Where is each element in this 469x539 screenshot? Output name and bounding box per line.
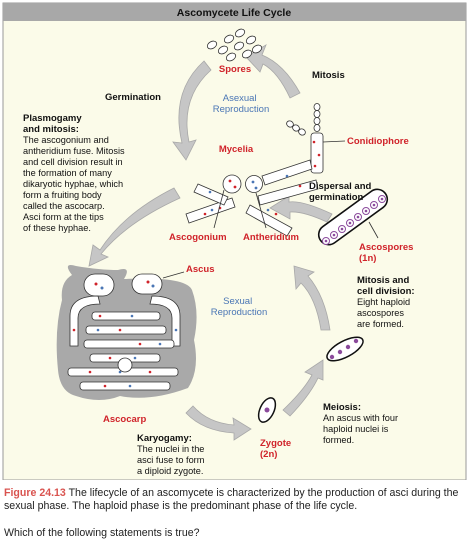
mycelia-hyphae bbox=[185, 159, 319, 237]
diagram-panel bbox=[2, 2, 467, 480]
sexual-reproduction-label: Sexual Reproduction bbox=[211, 296, 268, 318]
ascus-label: Ascus bbox=[186, 264, 215, 275]
antheridium-label: Antheridium bbox=[243, 232, 299, 243]
figure-caption: Figure 24.13 The lifecycle of an ascomyc… bbox=[4, 487, 466, 513]
arrow-dispersal bbox=[269, 195, 333, 223]
plasmogamy-text: The ascogonium and antheridium fuse. Mit… bbox=[23, 135, 127, 233]
karyogamy-text: The nuclei in the asci fuse to form a di… bbox=[137, 444, 207, 476]
ascospores-ascus bbox=[317, 188, 389, 246]
zygote-label: Zygote (2n) bbox=[260, 438, 294, 460]
figure-number: Figure 24.13 bbox=[4, 487, 66, 499]
arrow-to-ascocarp bbox=[88, 187, 181, 267]
question-text: Which of the following statements is tru… bbox=[4, 527, 200, 539]
life-cycle-figure: Ascomycete Life Cycle bbox=[2, 2, 467, 480]
mitosis-cell-text: Eight haploid ascospores are formed. bbox=[357, 297, 413, 329]
karyogamy-title: Karyogamy: bbox=[137, 433, 192, 444]
mitosis-cell-title: Mitosis and cell division: bbox=[357, 275, 415, 297]
arrow-to-meiosis bbox=[282, 359, 324, 417]
ascocarp-hyphae bbox=[67, 273, 181, 391]
mitosis-label: Mitosis bbox=[312, 70, 345, 81]
ascocarp-label: Ascocarp bbox=[103, 414, 146, 425]
title-bar bbox=[3, 3, 466, 21]
meiosis-text: An ascus with four haploid nuclei is for… bbox=[323, 413, 401, 445]
diagram-title: Ascomycete Life Cycle bbox=[177, 7, 292, 19]
meiosis-ascus bbox=[326, 336, 364, 362]
ascospores-label: Ascospores (1n) bbox=[359, 242, 416, 264]
conidiophore-label: Conidiophore bbox=[347, 136, 409, 147]
meiosis-title: Meiosis: bbox=[323, 402, 361, 413]
arrow-to-ascospores bbox=[293, 265, 331, 331]
spores-cluster bbox=[206, 28, 263, 62]
mycelia-label: Mycelia bbox=[219, 144, 254, 155]
arrow-germination bbox=[172, 60, 212, 161]
ascogonium-label: Ascogonium bbox=[169, 232, 227, 243]
figure-caption-text: The lifecycle of an ascomycete is charac… bbox=[4, 487, 459, 512]
arrow-mitosis bbox=[245, 44, 301, 99]
asexual-reproduction-label: Asexual Reproduction bbox=[213, 93, 270, 115]
plasmogamy-title: Plasmogamy and mitosis: bbox=[23, 113, 84, 135]
spores-label: Spores bbox=[219, 64, 251, 75]
arrow-to-zygote bbox=[185, 405, 252, 441]
dispersal-label: Dispersal and germination bbox=[309, 181, 374, 203]
germination-label: Germination bbox=[105, 92, 161, 103]
